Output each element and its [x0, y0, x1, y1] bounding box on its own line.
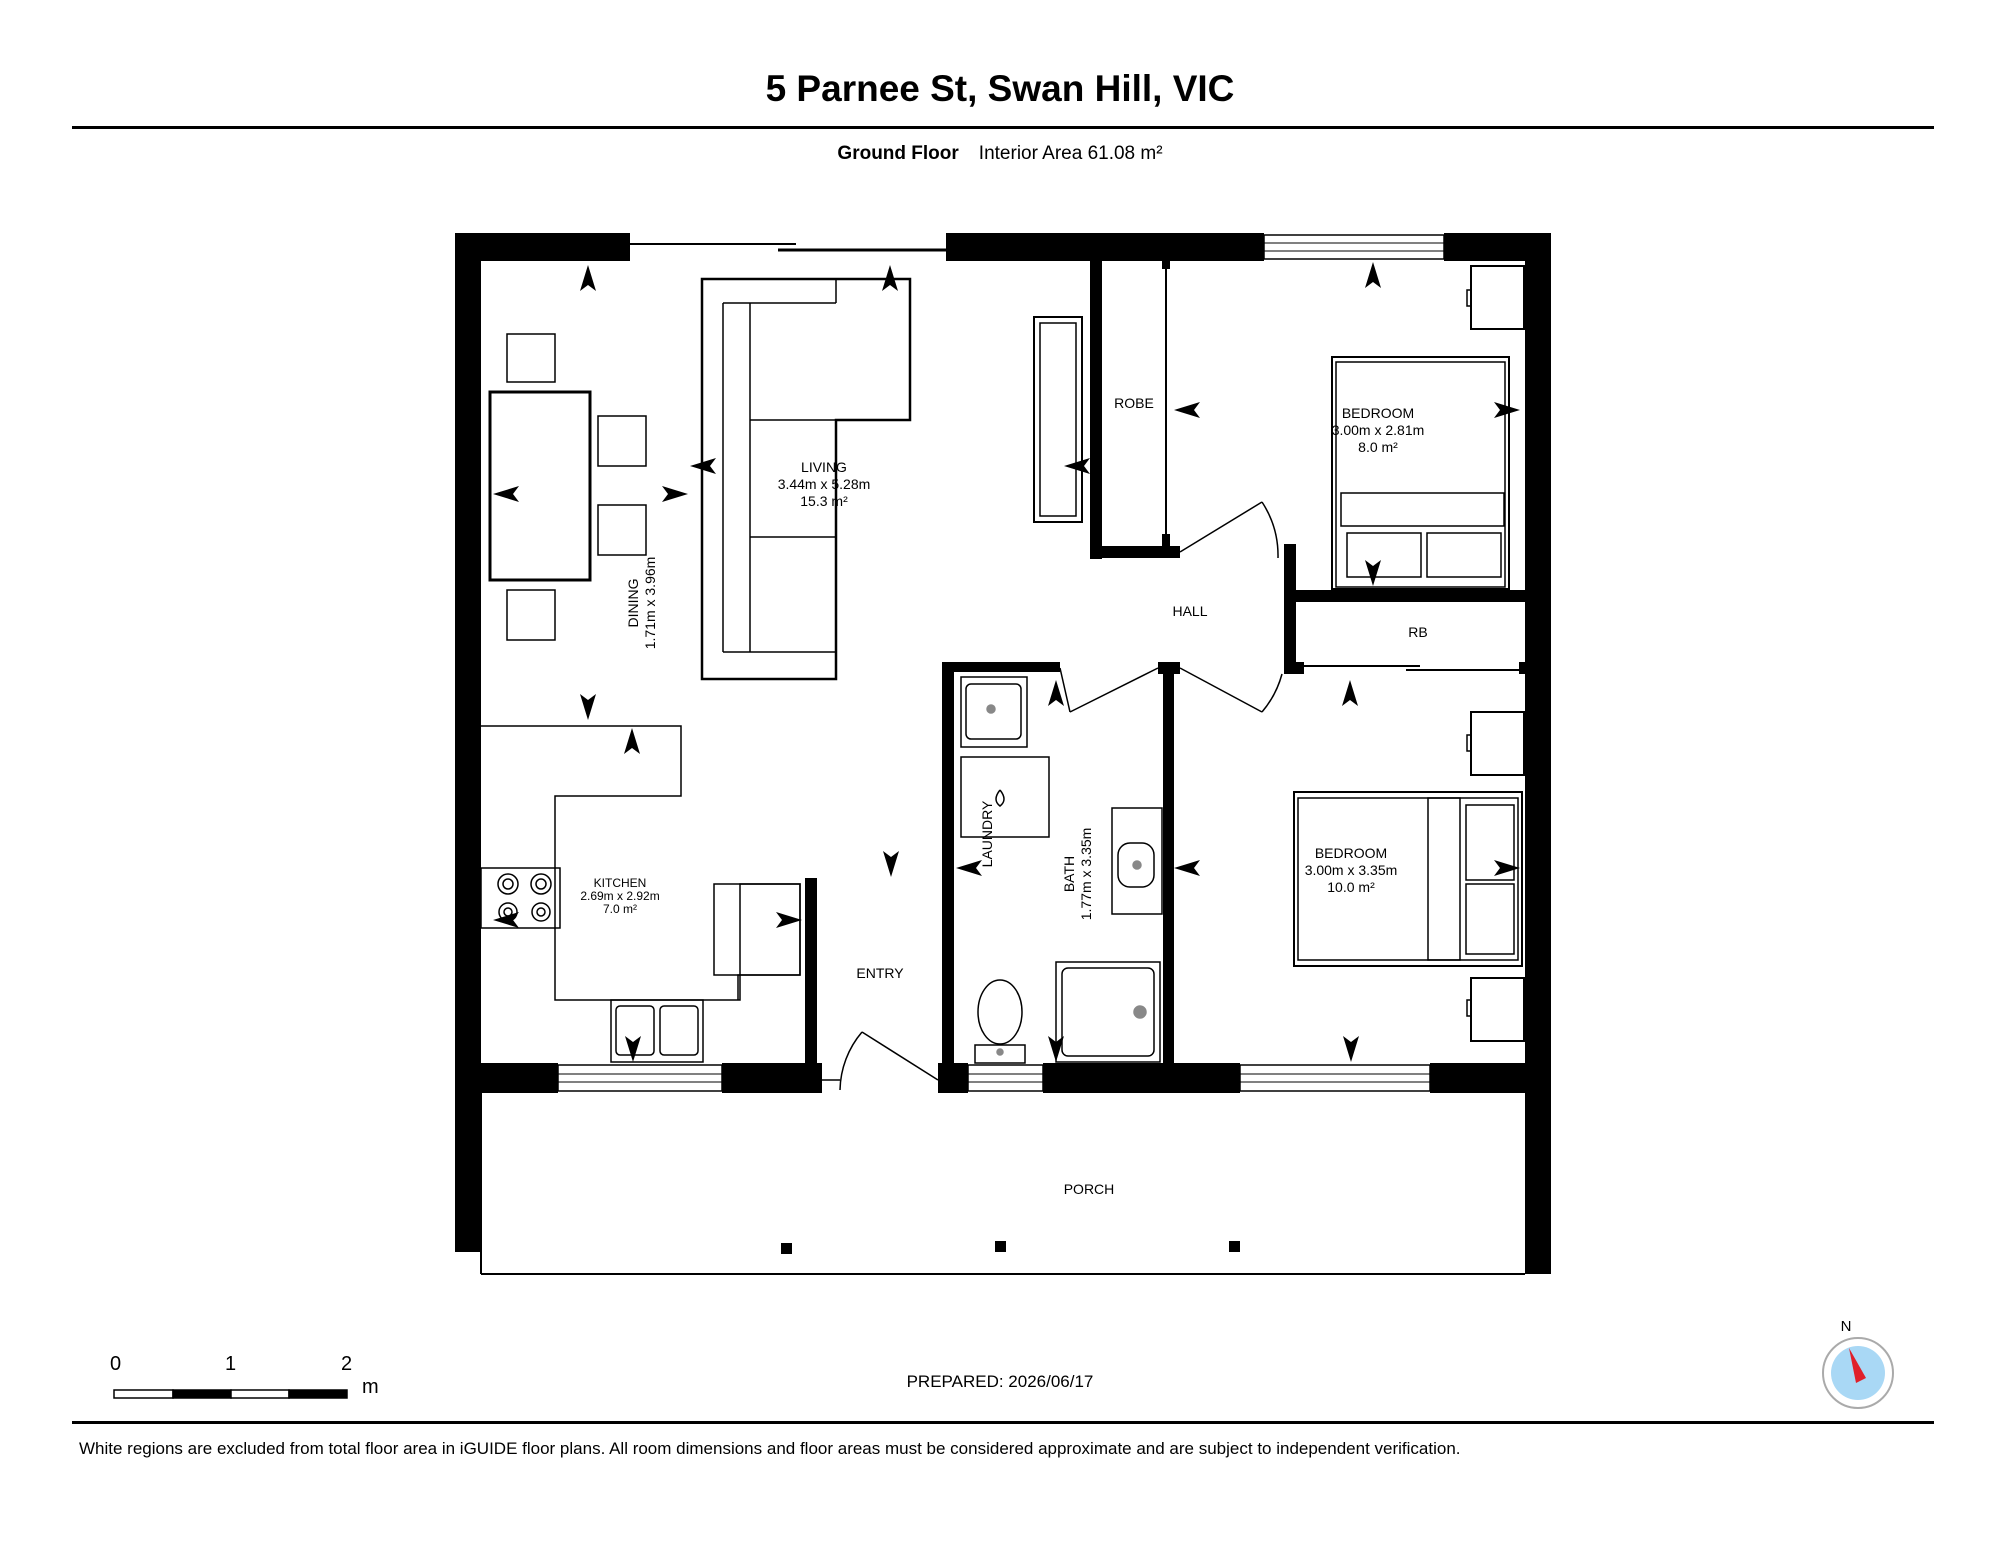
camera-arrows	[493, 262, 1520, 1062]
page-title: 5 Parnee St, Swan Hill, VIC	[765, 68, 1235, 109]
disclaimer: White regions are excluded from total fl…	[79, 1439, 1461, 1458]
compass-label: N	[1841, 1318, 1852, 1335]
robe-name: ROBE	[1114, 395, 1154, 411]
rb-name: RB	[1408, 624, 1427, 640]
north-compass-icon: N	[1822, 1318, 1894, 1409]
swing-doors	[822, 501, 1283, 1091]
scale-tick-1: 1	[225, 1353, 237, 1375]
title-divider	[72, 126, 1934, 129]
footer-divider	[72, 1421, 1934, 1424]
dining-name: DINING	[625, 579, 641, 628]
room-labels: LIVING 3.44m x 5.28m 15.3 m² DINING 1.71…	[580, 395, 1427, 1197]
laundry-name: LAUNDRY	[979, 800, 995, 867]
exterior-walls	[455, 233, 1551, 1274]
bedroom1-area: 8.0 m²	[1358, 439, 1398, 455]
bedroom1-name: BEDROOM	[1342, 405, 1414, 421]
living-name: LIVING	[801, 459, 847, 475]
floor-header: Ground Floor Interior Area 61.08 m²	[0, 143, 2000, 165]
bedroom2-dims: 3.00m x 3.35m	[1305, 862, 1398, 878]
porch-outline	[480, 1093, 1536, 1275]
interior-sliding-doors	[1165, 265, 1528, 674]
interior-area: Interior Area 61.08 m²	[978, 143, 1163, 164]
living-dims: 3.44m x 5.28m	[778, 476, 871, 492]
scale-unit: m	[362, 1376, 379, 1398]
porch-name: PORCH	[1064, 1181, 1115, 1197]
hall-name: HALL	[1172, 603, 1207, 619]
bottom-windows	[557, 1064, 1431, 1092]
scale-bar	[113, 1389, 348, 1399]
entry-name: ENTRY	[856, 965, 904, 981]
dining-dims: 1.71m x 3.96m	[642, 557, 658, 650]
bath-name: BATH	[1061, 856, 1077, 892]
kitchen-area: 7.0 m²	[603, 902, 637, 916]
kitchen-dims: 2.69m x 2.92m	[580, 889, 659, 903]
furniture	[480, 265, 1525, 1064]
scale-tick-0: 0	[110, 1353, 122, 1375]
prepared-date: PREPARED: 2026/06/17	[906, 1372, 1094, 1391]
top-openings	[630, 234, 1445, 260]
bedroom2-name: BEDROOM	[1315, 845, 1387, 861]
bedroom1-dims: 3.00m x 2.81m	[1332, 422, 1425, 438]
floor-name: Ground Floor	[837, 143, 959, 164]
living-area: 15.3 m²	[800, 493, 848, 509]
porch-posts	[781, 1241, 1240, 1254]
kitchen-name: KITCHEN	[594, 876, 647, 890]
bath-dims: 1.77m x 3.35m	[1078, 828, 1094, 921]
scale-tick-2: 2	[341, 1353, 353, 1375]
bedroom2-area: 10.0 m²	[1327, 879, 1375, 895]
